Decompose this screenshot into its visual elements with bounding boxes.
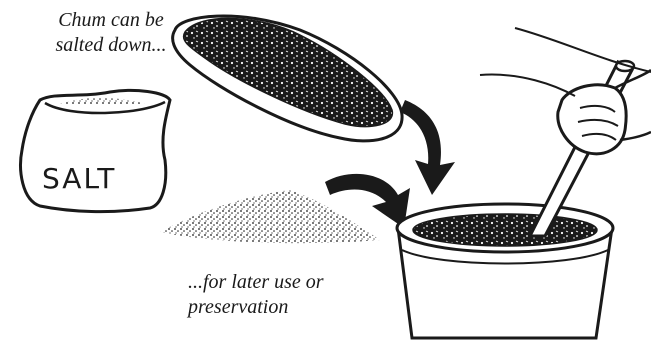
caption-bottom-line1: ...for later use or	[188, 270, 388, 295]
caption-top-line2: salted down...	[36, 33, 186, 58]
caption-top-line1: Chum can be	[36, 8, 186, 33]
arm-line	[480, 75, 575, 96]
arrow-down-icon	[400, 100, 455, 195]
caption-top: Chum can be salted down...	[36, 8, 186, 58]
chum-tray	[173, 16, 402, 141]
hand	[558, 70, 651, 154]
bucket	[397, 204, 613, 338]
caption-bottom: ...for later use or preservation	[188, 270, 388, 320]
salt-bag-label: SALT	[42, 162, 116, 195]
salt-pile	[160, 190, 380, 243]
salt-bag: SALT	[21, 90, 170, 211]
caption-bottom-line2: preservation	[188, 295, 388, 320]
